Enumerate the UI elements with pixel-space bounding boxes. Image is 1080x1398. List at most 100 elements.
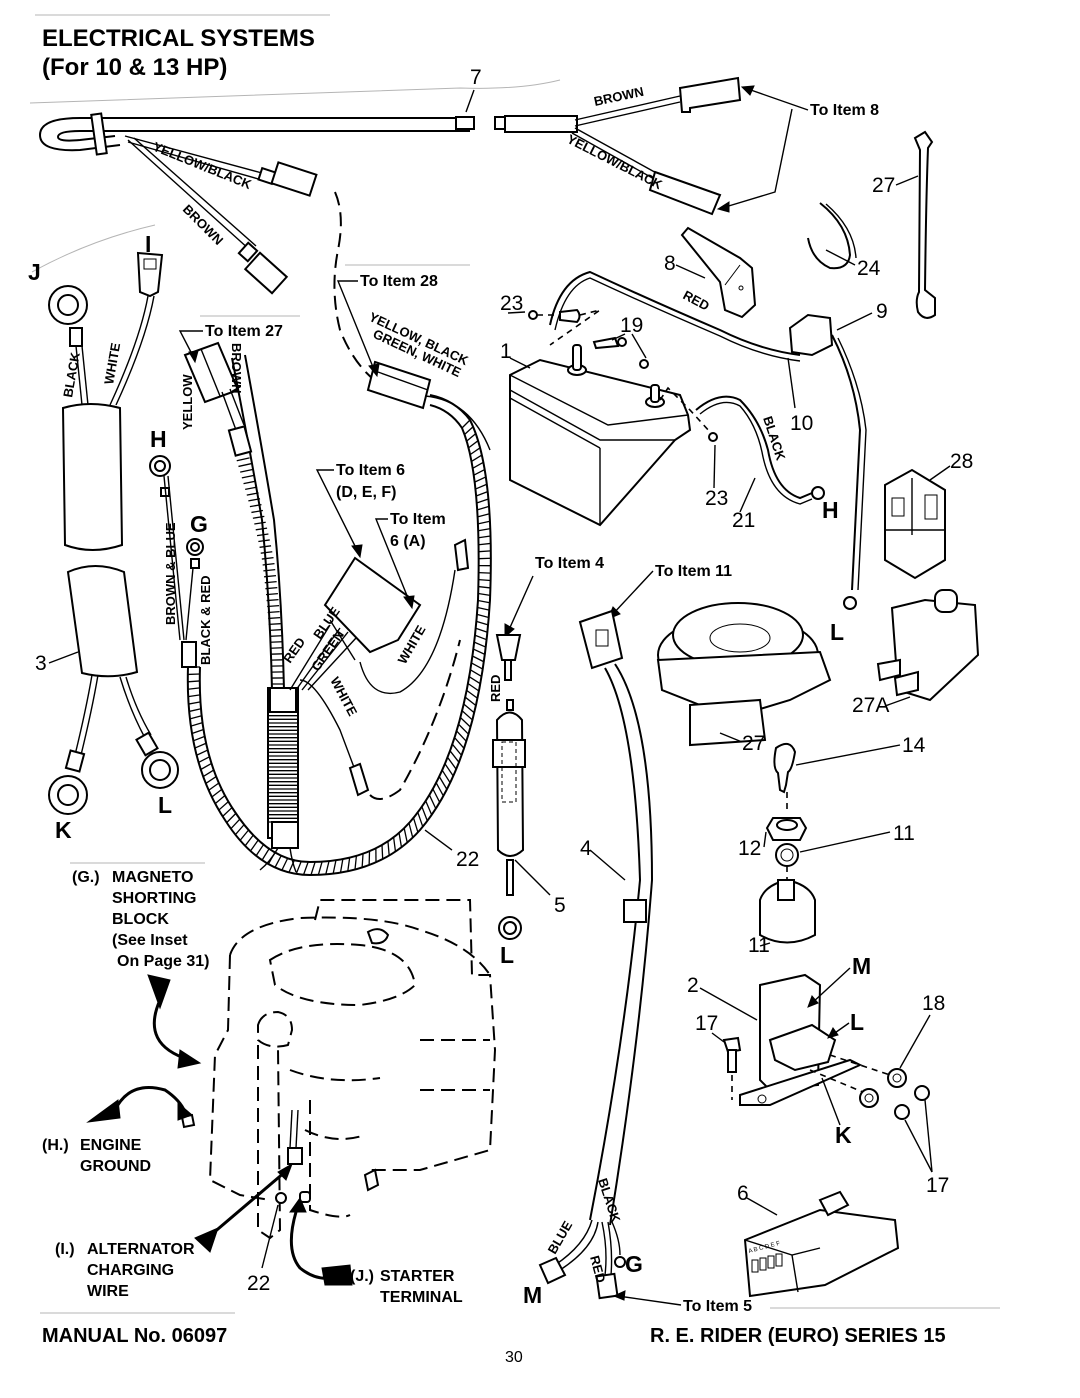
harness-rib	[267, 604, 280, 608]
harness-rib	[261, 556, 274, 560]
note-alternator-line3: WIRE	[87, 1283, 129, 1300]
wire-label-red-4: RED	[587, 1254, 609, 1284]
wire-label-red-harness: RED	[280, 635, 308, 666]
harness-rib	[259, 545, 272, 548]
connection-letter-h: H	[150, 426, 167, 452]
part-label-13: 12	[738, 837, 761, 860]
harness-rib	[403, 828, 408, 843]
harness-rib	[438, 776, 448, 790]
ignition-switch-assembly: 14 12 11 10 11	[738, 734, 926, 957]
harness-rib	[254, 521, 266, 525]
part-label-18: 18	[922, 992, 945, 1015]
harness-rib	[471, 454, 483, 463]
harness-rib	[474, 634, 487, 641]
note-starter-ref: (J.)	[350, 1268, 374, 1285]
harness-rib	[454, 737, 465, 749]
harness-rib	[281, 857, 289, 871]
part-label-14: 14	[902, 734, 926, 757]
note-magneto: (G.) MAGNETO SHORTING BLOCK (See Inset O…	[72, 869, 209, 970]
harness-rib	[361, 853, 364, 868]
harness-rib	[256, 533, 269, 537]
harness-rib	[249, 504, 262, 508]
harness-rib	[432, 788, 441, 803]
wire-label-red: RED	[681, 287, 712, 313]
harness-rib	[473, 648, 486, 655]
harness-rib	[234, 824, 245, 836]
page-number: 30	[505, 1349, 523, 1366]
note-alternator: (I.) ALTERNATOR CHARGING WIRE	[55, 1241, 195, 1300]
note-alternator-line1: ALTERNATOR	[87, 1241, 195, 1258]
connection-letter-g-4: G	[625, 1251, 643, 1277]
harness-rib	[381, 844, 384, 860]
connection-letter-l-bracket: L	[850, 1009, 864, 1035]
note-alternator-line2: CHARGING	[87, 1262, 174, 1279]
harness-rib	[435, 782, 444, 797]
harness-rib	[269, 635, 282, 637]
wire-label-blue-4: BLUE	[545, 1218, 576, 1256]
harness-rib	[425, 800, 433, 816]
harness-rib	[464, 696, 477, 707]
connection-letter-h-cable: H	[822, 497, 839, 523]
harness-rib	[468, 440, 479, 449]
harness-rib	[198, 756, 210, 763]
wire-label-white-i: WHITE	[101, 341, 123, 385]
harness-rib	[347, 857, 351, 872]
harness-rib	[205, 776, 217, 784]
harness-rib	[243, 480, 256, 485]
harness-rib	[477, 513, 490, 518]
wire-label-yellow: YELLOW	[180, 374, 195, 430]
harness-rib	[239, 829, 250, 841]
harness-rib	[467, 682, 480, 692]
wire-label-black-red: BLACK & RED	[198, 575, 213, 665]
harness-rib	[463, 703, 475, 714]
harness-rib	[249, 839, 259, 852]
part-label-5: 5	[554, 894, 566, 917]
part-6-connector: A B C D E F 6	[737, 1182, 900, 1298]
connection-letter-l-fuse: L	[500, 942, 514, 968]
part-label-11: 11	[748, 934, 770, 957]
note-magneto-line3: BLOCK	[112, 911, 169, 928]
harness-rib	[441, 769, 451, 784]
harness-rib	[244, 834, 254, 847]
part-label-22: 22	[247, 1272, 270, 1295]
harness-rib	[478, 535, 491, 539]
connector-pin-slots	[751, 1253, 783, 1273]
harness-rib	[189, 715, 202, 720]
harness-rib	[476, 620, 489, 626]
harness-rib	[478, 578, 491, 582]
harness-rib	[191, 728, 204, 735]
part-23-cable-tie: 24	[807, 202, 881, 280]
alternator-arrow-head-icon	[277, 1162, 293, 1181]
connection-letter-l-left: L	[158, 792, 172, 818]
part-label-1: 1	[500, 340, 512, 363]
callout-to-item-28: To Item 28	[360, 273, 438, 290]
harness-rib	[236, 457, 250, 462]
connection-letter-g: G	[190, 511, 208, 537]
part-28-relay: 28	[884, 450, 973, 580]
note-magneto-line5: On Page 31)	[117, 953, 209, 970]
page-subtitle: (For 10 & 13 HP)	[42, 54, 227, 81]
harness-rib	[261, 848, 270, 861]
harness-rib	[428, 794, 437, 809]
harness-rib	[325, 860, 330, 875]
part-26-clip: 27	[872, 130, 936, 319]
part-label-6: 6	[737, 1182, 749, 1205]
harness-rib	[470, 669, 482, 677]
dashed-connection	[333, 191, 401, 396]
harness-rib	[310, 861, 316, 876]
wire-label-black-4: BLACK	[595, 1176, 624, 1224]
harness-rib	[264, 574, 277, 578]
part-label-24-lower: 23	[705, 487, 728, 510]
harness-rib	[461, 419, 471, 429]
h-g-leads: H G BROWN & BLUE BLACK & RED	[149, 426, 213, 668]
connection-letter-i: I	[145, 231, 151, 257]
harness-rib	[464, 426, 474, 435]
harness-rib	[262, 562, 275, 566]
harness-rib	[258, 539, 270, 543]
ground-arrow-tail-icon	[86, 1099, 121, 1123]
callout-to-item-6-def-line1: To Item 6	[336, 462, 405, 479]
note-magneto-line2: SHORTING	[112, 890, 196, 907]
note-starter-line1: STARTER	[380, 1268, 455, 1285]
harness-rib	[248, 498, 261, 502]
wire-label-yellow-black: YELLOW/BLACK	[151, 139, 254, 192]
